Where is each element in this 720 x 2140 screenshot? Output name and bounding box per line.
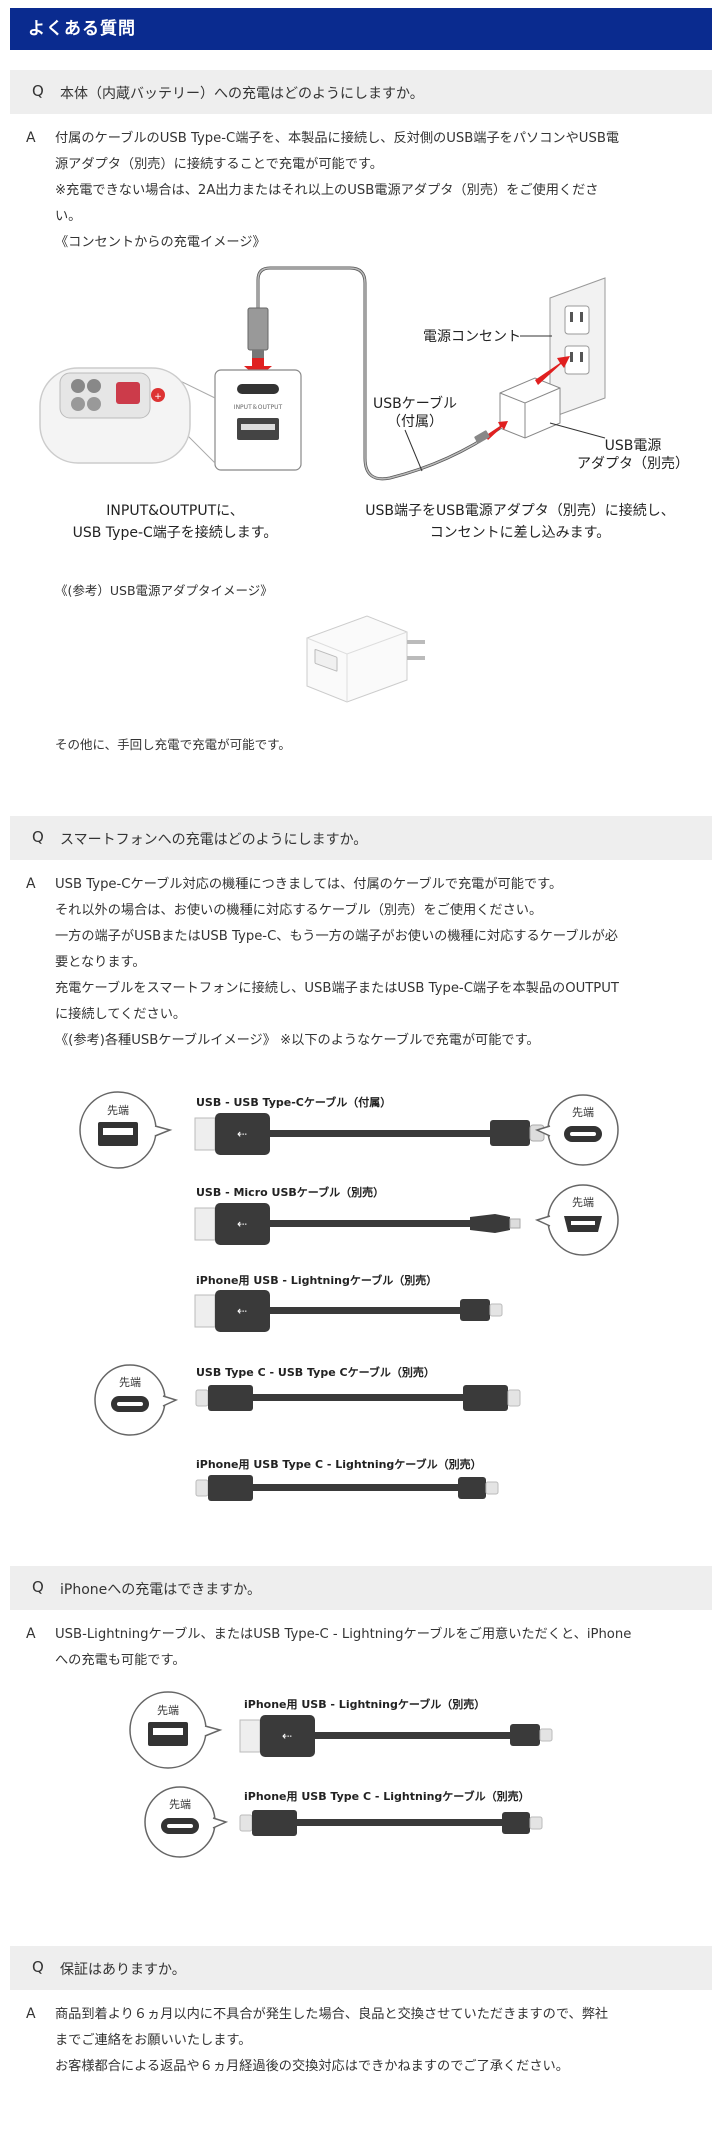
- reference-label: 《(参考）USB電源アダプタイメージ》: [55, 583, 273, 598]
- answer-line: 要となります。: [55, 955, 146, 970]
- arrow-icon: [485, 421, 508, 440]
- tip-label: 先端: [572, 1196, 594, 1209]
- caption-line: USB端子をUSB電源アダプタ（別売）に接続し、: [365, 503, 675, 519]
- faq-answer-2: USB Type-Cケーブル対応の機種につきましては、付属のケーブルで充電が可能…: [55, 872, 685, 1054]
- port-label: INPUT＆OUTPUT: [234, 404, 283, 411]
- caption-left: INPUT&OUTPUTに、 USB Type-C端子を接続します。: [30, 500, 320, 544]
- answer-line: 《コンセントからの充電イメージ》: [55, 235, 266, 250]
- answer-line: ※充電できない場合は、2A出力またはそれ以上のUSB電源アダプタ（別売）をご使用…: [55, 183, 599, 198]
- faq-question-3[interactable]: Q iPhoneへの充電はできますか。: [10, 1566, 712, 1610]
- answer-line: 商品到着より６ヵ月以内に不具合が発生した場合、良品と交換させていただきますので、…: [55, 2007, 609, 2022]
- answer-line: に接続してください。: [55, 1007, 187, 1022]
- question-text: 保証はありますか。: [60, 1962, 186, 1978]
- cable-title: iPhone用 USB Type C - Lightningケーブル（別売）: [244, 1790, 530, 1803]
- svg-text:+: +: [154, 392, 162, 402]
- outlet-label: 電源コンセント: [423, 329, 521, 345]
- answer-line: への充電も可能です。: [55, 1653, 186, 1668]
- answer-line: 付属のケーブルのUSB Type-C端子を、本製品に接続し、反対側のUSB端子を…: [55, 131, 620, 146]
- answer-line: 充電ケーブルをスマートフォンに接続し、USB端子またはUSB Type-C端子を…: [55, 981, 619, 996]
- usb-adapter-image: [306, 615, 425, 703]
- a-mark: A: [26, 130, 36, 146]
- svg-text:⇠: ⇠: [237, 1217, 247, 1231]
- caption-right: USB端子をUSB電源アダプタ（別売）に接続し、 コンセントに差し込みます。: [340, 500, 700, 544]
- answer-line: 一方の端子がUSBまたはUSB Type-C、もう一方の端子がお使いの機種に対応…: [55, 929, 618, 944]
- faq-question-4[interactable]: Q 保証はありますか。: [10, 1946, 712, 1990]
- question-text: スマートフォンへの充電はどのようにしますか。: [60, 832, 368, 848]
- cable-title: USB - USB Type-Cケーブル（付属）: [196, 1096, 392, 1109]
- cable-title: USB - Micro USBケーブル（別売）: [196, 1186, 385, 1199]
- tip-label: 先端: [107, 1104, 129, 1117]
- tip-label: 先端: [157, 1704, 179, 1717]
- svg-text:⇠: ⇠: [237, 1304, 247, 1318]
- tip-label: 先端: [169, 1798, 191, 1811]
- arrow-icon: [244, 358, 272, 378]
- caption-line: USB Type-C端子を接続します。: [72, 525, 278, 541]
- extra-note: その他に、手回し充電で充電が可能です。: [55, 737, 291, 752]
- faq-answer-1: 付属のケーブルのUSB Type-C端子を、本製品に接続し、反対側のUSB端子を…: [55, 126, 685, 256]
- q-mark: Q: [32, 1958, 44, 1976]
- question-text: 本体（内蔵バッテリー）への充電はどのようにしますか。: [60, 86, 424, 102]
- q-mark: Q: [32, 82, 44, 100]
- q-mark: Q: [32, 828, 44, 846]
- cables-diagram: 先端 ⇠ 先端 ⇠ 先端 ⇠ 先端: [79, 1091, 619, 1501]
- adapter-label: USB電源: [605, 438, 662, 454]
- answer-line: それ以外の場合は、お使いの機種に対応するケーブル（別売）をご使用ください。: [55, 903, 543, 918]
- faq-answer-4: 商品到着より６ヵ月以内に不具合が発生した場合、良品と交換させていただきますので、…: [55, 2002, 685, 2080]
- question-text: iPhoneへの充電はできますか。: [60, 1582, 261, 1598]
- q-mark: Q: [32, 1578, 44, 1596]
- faq-question-1[interactable]: Q 本体（内蔵バッテリー）への充電はどのようにしますか。: [10, 70, 712, 114]
- page-header: よくある質問: [10, 8, 712, 50]
- page-title: よくある質問: [28, 19, 136, 39]
- answer-line: までご連絡をお願いいたします。: [55, 2033, 252, 2048]
- a-mark: A: [26, 1626, 36, 1642]
- answer-line: お客様都合による返品や６ヵ月経過後の交換対応はできかねますのでご了承ください。: [55, 2059, 569, 2074]
- cable-title: iPhone用 USB Type C - Lightningケーブル（別売）: [196, 1458, 482, 1471]
- answer-line: USB-Lightningケーブル、またはUSB Type-C - Lightn…: [55, 1627, 632, 1642]
- cable-title: USB Type C - USB Type Cケーブル（別売）: [196, 1366, 435, 1379]
- tip-label: 先端: [119, 1376, 141, 1389]
- tip-label: 先端: [572, 1106, 594, 1119]
- svg-text:⇠: ⇠: [282, 1729, 292, 1743]
- cable-label: USBケーブル: [373, 395, 457, 412]
- answer-line: 源アダプタ（別売）に接続することで充電が可能です。: [55, 157, 383, 172]
- svg-text:⇠: ⇠: [237, 1127, 247, 1141]
- faq-question-2[interactable]: Q スマートフォンへの充電はどのようにしますか。: [10, 816, 712, 860]
- cable-title: iPhone用 USB - Lightningケーブル（別売）: [196, 1274, 438, 1287]
- a-mark: A: [26, 2006, 36, 2022]
- usb-adapter: [499, 377, 561, 439]
- cable-label: （付属）: [387, 414, 443, 430]
- answer-line: い。: [55, 209, 82, 224]
- charging-diagram: INPUT＆OUTPUT + 電源コンセント USBケーブル （付属） USB電…: [39, 266, 689, 481]
- cable-title: iPhone用 USB - Lightningケーブル（別売）: [244, 1698, 486, 1711]
- a-mark: A: [26, 876, 36, 892]
- caption-line: INPUT&OUTPUTに、: [106, 503, 244, 519]
- iphone-cables-diagram: 先端 ⇠ 先端: [129, 1691, 553, 1858]
- caption-line: コンセントに差し込みます。: [429, 525, 611, 541]
- arrow-icon: [535, 356, 570, 385]
- answer-line: 《(参考)各種USBケーブルイメージ》 ※以下のようなケーブルで充電が可能です。: [55, 1033, 540, 1048]
- adapter-label: アダプタ（別売）: [577, 456, 689, 472]
- faq-answer-3: USB-Lightningケーブル、またはUSB Type-C - Lightn…: [55, 1622, 685, 1674]
- type-c-plug: [247, 307, 269, 351]
- answer-line: USB Type-Cケーブル対応の機種につきましては、付属のケーブルで充電が可能…: [55, 877, 563, 892]
